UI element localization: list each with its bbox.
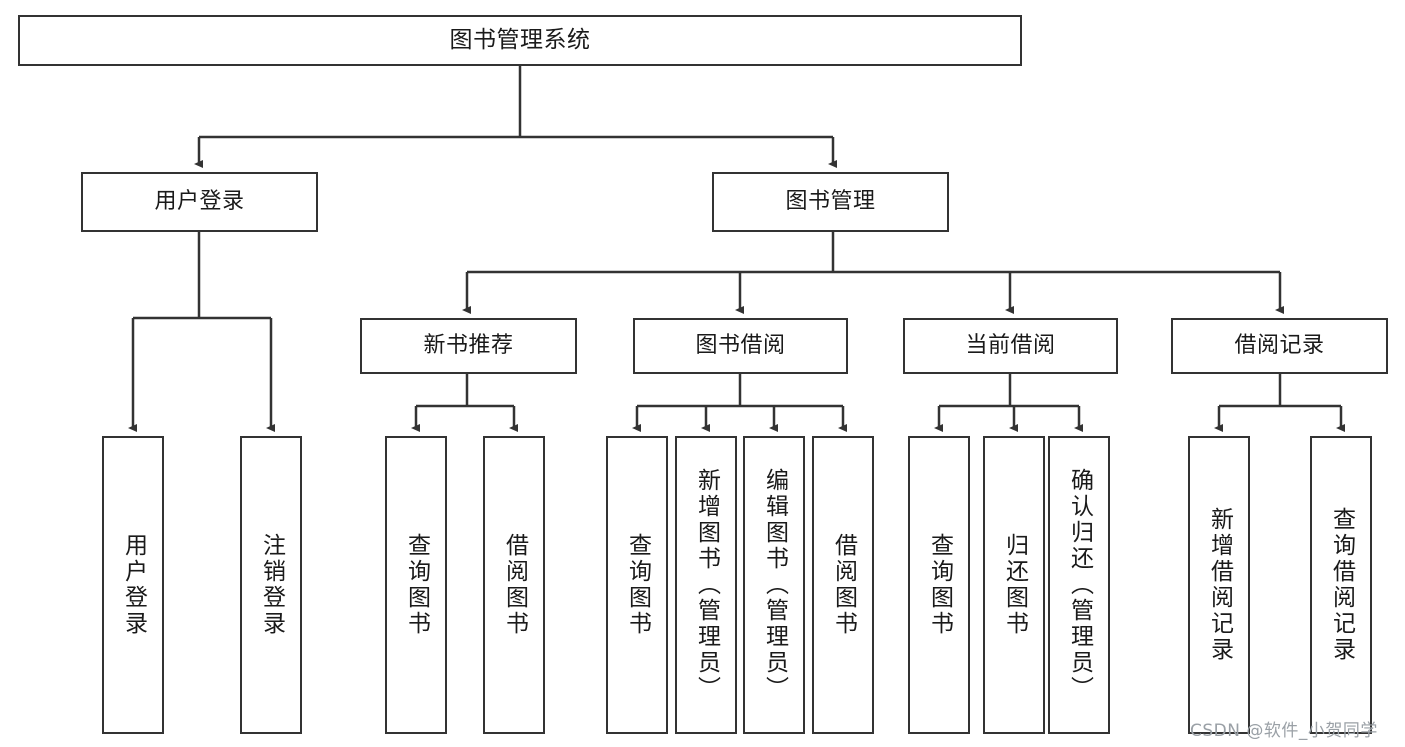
node-label: 确认归还（管理员） — [1066, 468, 1093, 702]
node-leaf-add-borrow-record[interactable]: 新增借阅记录 — [1188, 436, 1250, 734]
node-label: 注销登录 — [258, 533, 285, 637]
node-label: 用户登录 — [154, 188, 245, 214]
node-label: 归还图书 — [1001, 533, 1028, 637]
node-leaf-logout[interactable]: 注销登录 — [240, 436, 302, 734]
watermark: CSDN @软件_小贺同学 — [1190, 721, 1378, 741]
node-leaf-return-book[interactable]: 归还图书 — [983, 436, 1045, 734]
node-leaf-query-borrow-record[interactable]: 查询借阅记录 — [1310, 436, 1372, 734]
node-current-borrow[interactable]: 当前借阅 — [903, 318, 1118, 374]
node-leaf-query-book-borrow[interactable]: 查询图书 — [606, 436, 668, 734]
node-label: 查询图书 — [403, 533, 430, 637]
node-label: 图书管理系统 — [449, 26, 591, 53]
node-leaf-edit-book[interactable]: 编辑图书（管理员） — [743, 436, 805, 734]
node-label: 用户登录 — [120, 533, 147, 637]
node-label: 图书管理 — [785, 188, 876, 214]
node-label: 新增图书（管理员） — [693, 468, 720, 702]
node-leaf-add-book[interactable]: 新增图书（管理员） — [675, 436, 737, 734]
node-label: 借阅图书 — [830, 533, 857, 637]
node-user-login[interactable]: 用户登录 — [81, 172, 318, 232]
node-leaf-query-book-recommend[interactable]: 查询图书 — [385, 436, 447, 734]
node-leaf-borrow-book-recommend[interactable]: 借阅图书 — [483, 436, 545, 734]
node-book-borrow[interactable]: 图书借阅 — [633, 318, 848, 374]
node-new-book-recommend[interactable]: 新书推荐 — [360, 318, 577, 374]
node-borrow-record[interactable]: 借阅记录 — [1171, 318, 1388, 374]
node-label: 图书借阅 — [695, 332, 786, 358]
node-label: 编辑图书（管理员） — [761, 468, 788, 702]
node-book-management[interactable]: 图书管理 — [712, 172, 949, 232]
node-leaf-confirm-return[interactable]: 确认归还（管理员） — [1048, 436, 1110, 734]
node-label: 查询借阅记录 — [1328, 507, 1355, 663]
node-label: 查询图书 — [926, 533, 953, 637]
node-label: 借阅图书 — [501, 533, 528, 637]
node-book-management-system[interactable]: 图书管理系统 — [18, 15, 1022, 66]
node-label: 查询图书 — [624, 533, 651, 637]
node-leaf-borrow-book[interactable]: 借阅图书 — [812, 436, 874, 734]
node-label: 借阅记录 — [1234, 332, 1325, 358]
node-leaf-user-login[interactable]: 用户登录 — [102, 436, 164, 734]
node-label: 新增借阅记录 — [1206, 507, 1233, 663]
node-label: 当前借阅 — [965, 332, 1056, 358]
node-label: 新书推荐 — [423, 332, 514, 358]
node-leaf-query-book-current[interactable]: 查询图书 — [908, 436, 970, 734]
